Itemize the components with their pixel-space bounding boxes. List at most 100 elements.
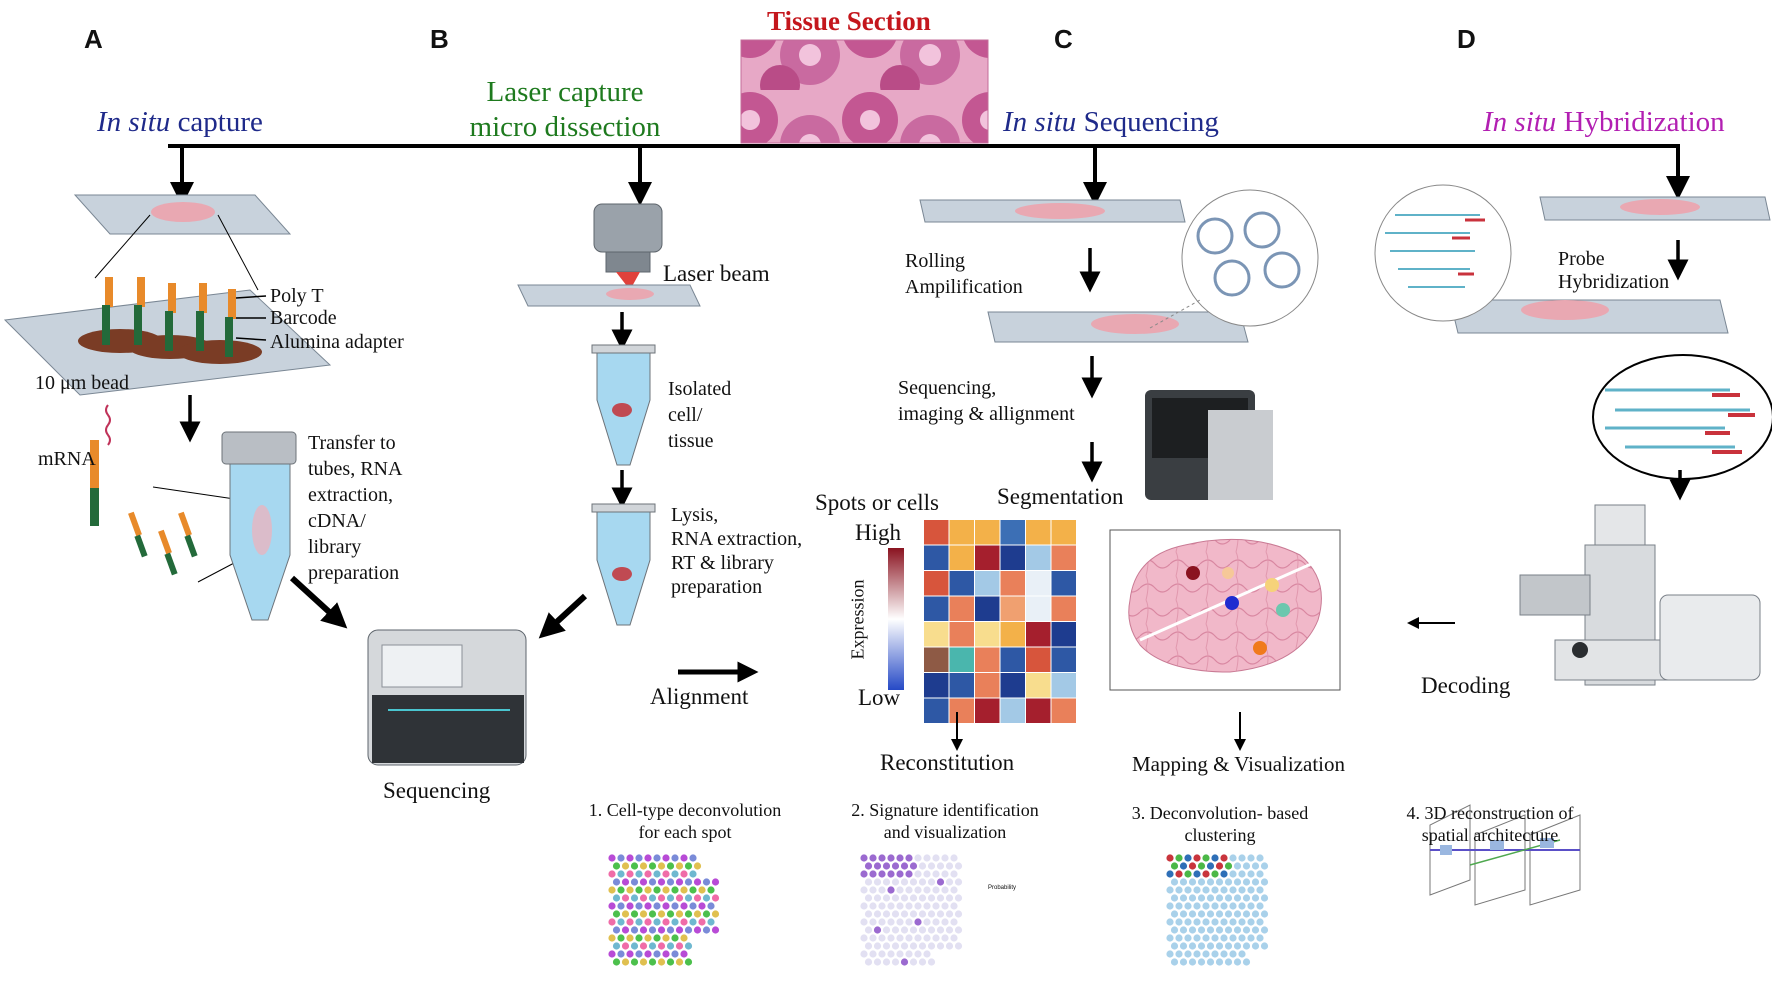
spot <box>936 878 945 886</box>
spot <box>621 926 630 934</box>
spot <box>941 918 949 926</box>
spot <box>950 918 958 926</box>
spot <box>878 854 886 862</box>
spot <box>891 958 900 966</box>
spot <box>675 942 684 950</box>
spot <box>896 870 904 878</box>
label-expression: Expression <box>847 579 868 660</box>
spot <box>666 878 675 886</box>
spot <box>941 854 949 862</box>
spot <box>644 934 652 942</box>
spot <box>1188 862 1197 870</box>
spot <box>1251 862 1260 870</box>
spot <box>1242 958 1251 966</box>
spot <box>945 862 954 870</box>
spot <box>635 886 643 894</box>
spot <box>900 942 909 950</box>
spot <box>680 950 688 958</box>
spot <box>630 926 639 934</box>
spot <box>630 958 639 966</box>
spot <box>1197 878 1206 886</box>
spot <box>698 918 706 926</box>
spot <box>1233 958 1242 966</box>
spot <box>909 862 918 870</box>
spot <box>621 958 630 966</box>
spot <box>1224 926 1233 934</box>
spot <box>1224 910 1233 918</box>
spot <box>1233 878 1242 886</box>
spot <box>671 934 679 942</box>
spot <box>653 950 661 958</box>
heatmap-cell <box>975 520 1000 545</box>
spot <box>657 894 666 902</box>
heatmap-cell <box>924 698 949 723</box>
spot <box>882 926 891 934</box>
spot <box>698 886 706 894</box>
heatmap-cell <box>1051 698 1076 723</box>
spot <box>1238 934 1246 942</box>
spot <box>1184 918 1192 926</box>
spot <box>1206 910 1215 918</box>
spot <box>1242 894 1251 902</box>
method-title-insitu-sequencing: In situ Sequencing <box>1003 106 1219 138</box>
spot <box>1220 950 1228 958</box>
spot <box>671 918 679 926</box>
spot <box>644 902 652 910</box>
spot <box>1211 918 1219 926</box>
free-probes <box>128 511 198 576</box>
heatmap-cell <box>1051 596 1076 621</box>
spot <box>1247 934 1255 942</box>
panel-a-graphics <box>3 194 348 629</box>
spot <box>887 854 895 862</box>
spot <box>693 910 702 918</box>
spot <box>1166 950 1174 958</box>
spot <box>702 894 711 902</box>
spot <box>626 934 634 942</box>
heatmap-cell <box>1051 520 1076 545</box>
spot <box>684 878 693 886</box>
spot <box>1197 894 1206 902</box>
spot <box>612 862 621 870</box>
spot <box>1206 894 1215 902</box>
mini-plot-deconvolution <box>608 854 720 966</box>
spot <box>873 878 882 886</box>
spot <box>662 950 670 958</box>
spot <box>927 910 936 918</box>
spot <box>612 926 621 934</box>
spot <box>1170 878 1179 886</box>
spot <box>1220 886 1228 894</box>
spot <box>923 918 931 926</box>
spot <box>657 926 666 934</box>
spot <box>882 942 891 950</box>
spot <box>635 854 643 862</box>
spot <box>671 950 679 958</box>
spot <box>707 918 715 926</box>
spot <box>914 950 922 958</box>
spot <box>923 854 931 862</box>
heatmap-cell <box>949 622 974 647</box>
spot <box>653 918 661 926</box>
spot <box>882 958 891 966</box>
spot <box>617 918 625 926</box>
spot <box>662 886 670 894</box>
spot <box>630 942 639 950</box>
spot <box>1211 934 1219 942</box>
tissue-section-title: Tissue Section <box>767 6 931 36</box>
spot <box>1215 894 1224 902</box>
spot <box>950 854 958 862</box>
spot <box>954 942 963 950</box>
spot <box>1175 902 1183 910</box>
imaging-instrument <box>1145 390 1273 500</box>
panel-b-graphics <box>517 203 701 639</box>
spot <box>657 958 666 966</box>
spot <box>1202 934 1210 942</box>
label-laser-beam: Laser beam <box>663 261 770 286</box>
spot <box>617 870 625 878</box>
expression-colorbar <box>888 548 904 690</box>
spot <box>1197 958 1206 966</box>
spot <box>873 958 882 966</box>
spot <box>1229 918 1237 926</box>
